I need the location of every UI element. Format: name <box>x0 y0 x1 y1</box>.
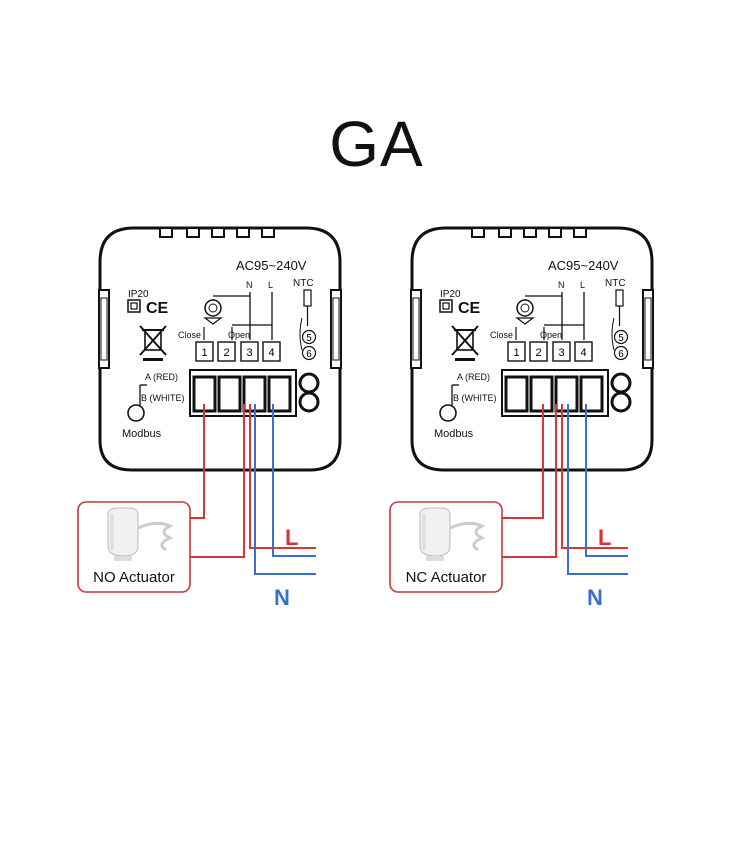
ce-mark: CE <box>458 300 481 317</box>
wire-neutral-supply <box>585 404 628 557</box>
wire-live-supply <box>249 404 316 549</box>
l-label: L <box>580 280 585 290</box>
weee-bin-icon <box>451 325 479 361</box>
modbus-port-icon <box>127 404 145 422</box>
valve-icon <box>516 299 534 317</box>
ntc-probe-icon <box>303 289 312 307</box>
wire-neutral-actuator <box>567 404 628 575</box>
n-label: N <box>558 280 565 290</box>
terminal-1: 1 <box>513 347 519 359</box>
diagram-title: GA <box>329 108 424 180</box>
b-white-label: B (WHITE) <box>141 393 185 403</box>
terminal-3: 3 <box>246 347 252 359</box>
ntc-probe-icon <box>615 289 624 307</box>
terminal-1: 1 <box>201 347 207 359</box>
wire-neutral-actuator <box>254 404 316 575</box>
open-label: Open <box>228 330 250 340</box>
modbus-label: Modbus <box>434 428 474 440</box>
terminal-6: 6 <box>306 349 312 360</box>
weee-bin-icon <box>139 325 167 361</box>
open-label: Open <box>540 330 562 340</box>
a-red-label: A (RED) <box>457 372 490 382</box>
ip-rating-label: IP20 <box>128 289 149 300</box>
modbus-port-icon <box>439 404 457 422</box>
ntc-label: NTC <box>293 278 314 289</box>
terminal-5: 5 <box>618 333 624 344</box>
actuator-label: NC Actuator <box>406 569 487 586</box>
terminal-6: 6 <box>618 349 624 360</box>
terminal-4: 4 <box>268 347 274 359</box>
close-label: Close <box>490 330 513 340</box>
close-label: Close <box>178 330 201 340</box>
actuator-no: NO Actuator <box>77 501 191 593</box>
wiring-no <box>189 404 316 575</box>
n-label: N <box>246 280 253 290</box>
l-label: L <box>268 280 273 290</box>
wire-open-live <box>501 404 544 519</box>
b-white-label: B (WHITE) <box>453 393 497 403</box>
live-label: L <box>285 525 298 550</box>
wiring-nc <box>501 404 628 575</box>
neutral-label: N <box>274 585 290 610</box>
live-label: L <box>598 525 611 550</box>
wire-common-live <box>189 404 245 558</box>
supply-label: AC95~240V <box>548 258 619 273</box>
wire-neutral-supply <box>272 404 316 557</box>
modbus-label: Modbus <box>122 428 162 440</box>
neutral-label: N <box>587 585 603 610</box>
terminal-3: 3 <box>558 347 564 359</box>
terminal-2: 2 <box>223 347 229 359</box>
ntc-label: NTC <box>605 278 626 289</box>
thermostat-back-nc: AC95~240V N L NTC Close Open 1 2 3 4 5 6… <box>410 226 654 472</box>
terminal-2: 2 <box>535 347 541 359</box>
wire-common-live <box>501 404 557 558</box>
terminal-4: 4 <box>580 347 586 359</box>
actuator-label: NO Actuator <box>93 569 175 586</box>
wire-live-supply <box>561 404 628 549</box>
wire-close-live <box>189 404 205 519</box>
valve-icon <box>204 299 222 317</box>
ip-rating-label: IP20 <box>440 289 461 300</box>
actuator-icon <box>419 507 486 561</box>
a-red-label: A (RED) <box>145 372 178 382</box>
actuator-nc: NC Actuator <box>389 501 503 593</box>
thermostat-back-no: AC95~240V N L NTC Close Open 1 2 3 4 5 6 <box>98 226 342 472</box>
actuator-icon <box>107 507 174 561</box>
terminal-5: 5 <box>306 333 312 344</box>
ce-mark: CE <box>146 300 169 317</box>
supply-label: AC95~240V <box>236 258 307 273</box>
